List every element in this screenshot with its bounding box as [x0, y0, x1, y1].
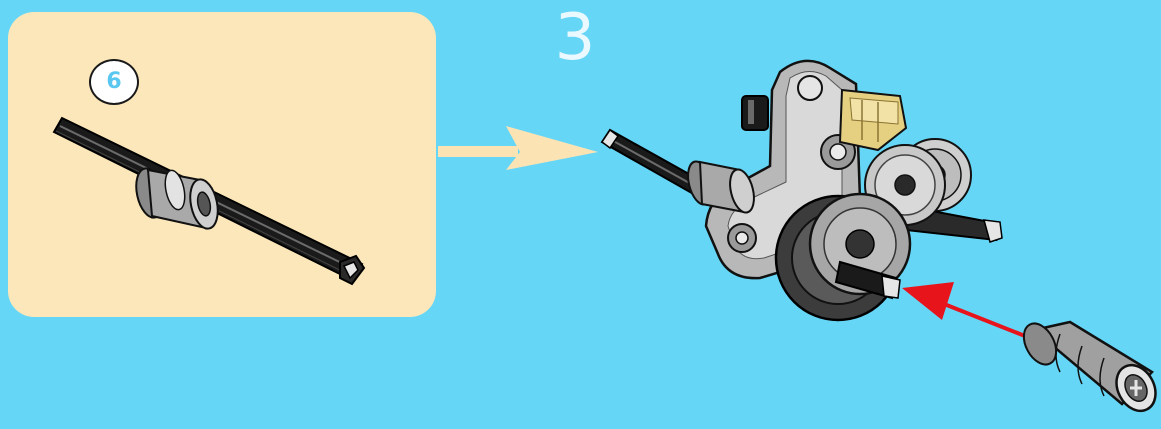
axle-bush-icon	[684, 159, 758, 215]
gearbox-assembly-icon	[602, 61, 1002, 320]
axle-with-bush-icon	[54, 118, 364, 284]
flow-arrow-icon	[438, 126, 598, 170]
tan-connector-icon	[840, 90, 906, 150]
insert-arrow-icon	[902, 282, 1030, 338]
axle-joiner-icon	[1017, 318, 1161, 418]
